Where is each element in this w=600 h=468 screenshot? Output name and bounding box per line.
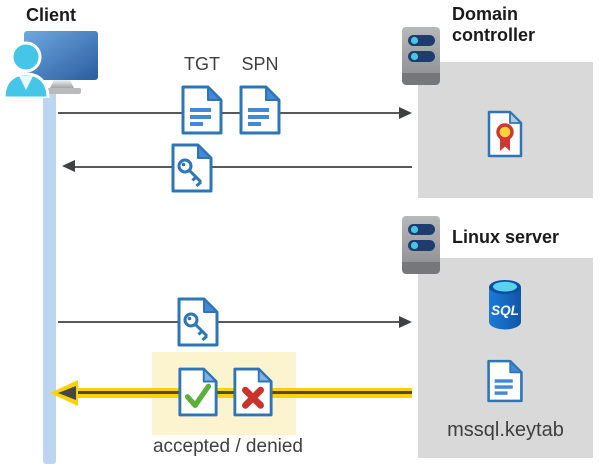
sql-database-icon: SQL — [489, 280, 521, 330]
cross-document-icon — [233, 367, 273, 417]
sql-label: SQL — [491, 303, 519, 318]
client-title: Client — [26, 5, 77, 25]
arrow-client-to-linux-head — [399, 316, 412, 328]
arrow-client-to-dc — [58, 112, 402, 114]
server-icon — [402, 216, 440, 274]
check-document-icon — [178, 367, 218, 417]
arrow-client-to-dc-head — [399, 107, 412, 119]
domain-controller-title: Domain controller — [452, 4, 536, 45]
arrow-dc-to-client — [74, 166, 412, 168]
arrow-linux-to-client-head — [50, 380, 78, 406]
client-lifeline — [43, 92, 56, 464]
key-document-icon — [177, 297, 219, 347]
spn-label: SPN — [241, 54, 279, 74]
result-label: accepted / denied — [152, 436, 303, 457]
keytab-label: mssql.keytab — [447, 419, 564, 441]
keytab-document-icon — [487, 359, 523, 403]
arrow-dc-to-client-head — [62, 160, 75, 172]
certificate-document-icon — [487, 110, 523, 158]
linux-server-title: Linux server — [452, 227, 560, 247]
tgt-label: TGT — [184, 54, 220, 74]
tgt-document-icon — [181, 85, 223, 135]
spn-document-icon — [239, 85, 281, 135]
key-document-icon — [171, 143, 213, 193]
arrow-client-to-linux — [58, 321, 402, 323]
server-icon — [402, 27, 440, 85]
client-workstation-icon — [2, 31, 98, 98]
